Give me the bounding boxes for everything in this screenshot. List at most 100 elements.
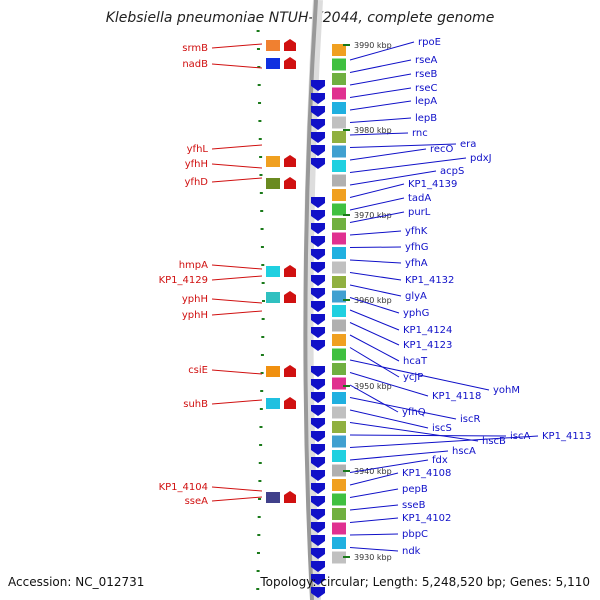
right-gene-label: ycjP [403,372,423,383]
gene-leader-line [349,533,399,536]
right-gene-label: KP1_4124 [403,325,452,336]
gene-leader-line [349,434,507,437]
right-gene-label: fdx [432,455,448,466]
right-gene-label: yfhG [405,242,429,253]
gene-leader-line [211,310,263,316]
gene-arrow-down [311,314,325,325]
gene-leader-line [349,422,479,442]
scale-dash [259,192,263,194]
gene-arrow-down [311,392,325,403]
right-gene-label: KP1_4132 [405,275,454,286]
genome-title: Klebsiella pneumoniae NTUH-K2044, comple… [105,10,495,26]
gene-block [266,266,280,277]
gene-block [266,156,280,167]
gene-arrow-down [311,197,325,208]
right-gene-label: iscS [432,423,452,434]
gene-leader-line [349,372,429,397]
gene-arrow-down [311,522,325,533]
gene-block [332,450,346,462]
gene-leader-line [349,246,402,248]
gene-leader-line [349,197,405,211]
left-gene-label: KP1_4129 [159,275,208,286]
gene-arrow-up [284,57,296,69]
gene-block [332,551,346,564]
right-gene-label: era [460,139,476,150]
gene-leader-line [349,157,467,173]
gene-block [266,178,280,189]
right-gene-label: rpoE [418,37,441,48]
gene-arrow-down [311,106,325,117]
scale-dash [257,516,261,518]
scale-dash [258,102,262,104]
gene-block [332,522,346,535]
gene-arrow-down [311,574,325,585]
scale-dash [260,372,264,374]
gene-block [266,292,280,303]
gene-leader-line [349,272,402,281]
accession-label: Accession: NC_012731 [8,575,145,589]
gene-block [332,363,346,375]
gene-leader-line [349,183,405,198]
gene-arrow-down [311,327,325,338]
gene-arrow-down [311,275,325,286]
scale-dash [260,246,264,248]
right-gene-label: tadA [408,193,431,204]
scale-dash [256,30,260,32]
gene-leader-line [349,100,412,111]
gene-block [332,435,346,448]
scale-dash [258,462,262,464]
gene-arrow-down [311,80,325,91]
scale-dash-track [256,30,265,590]
right-gene-label: KP1_4139 [408,179,457,190]
gene-arrow-down [311,535,325,546]
gene-arrow-down [311,236,325,247]
scale-dash [258,120,262,122]
gene-leader-line [349,384,399,413]
scale-dash [259,174,263,176]
right-gene-label: KP1_4108 [402,468,451,479]
right-gene-labels: rpoErseArseBrseClepAlepBrncerarecOpdxJac… [349,37,591,557]
gene-leader-line [349,359,490,391]
gene-arrow-down [311,158,325,169]
scale-dash [262,300,265,302]
gene-leader-line [349,334,400,362]
right-gene-label: iscR [460,414,480,425]
right-gene-label: yfhK [405,226,428,237]
scale-dash [261,282,265,284]
scale-dash [261,318,265,320]
gene-leader-line [349,230,402,236]
right-gene-label: KP1_4102 [402,513,451,524]
right-gene-label: rseB [415,69,437,80]
gene-arrow-down [311,561,325,572]
gene-arrow-down [311,509,325,520]
gene-leader-line [211,298,263,304]
gene-arrow-down [311,93,325,104]
scale-dash [256,48,260,50]
right-gene-label: ndk [402,546,421,557]
left-gene-label: hmpA [179,260,208,271]
gene-leader-line [349,117,412,123]
gene-leader-line [349,297,400,314]
right-gene-label: KP1_4118 [432,391,481,402]
gene-leader-line [211,63,263,69]
gene-leader-line [349,148,427,161]
gene-arrow-down [311,366,325,377]
right-gene-label: rseA [415,55,437,66]
gene-arrow-down [311,119,325,130]
scale-tick-label: 3950 kbp [354,382,392,391]
gene-block [332,261,346,274]
scale-dash [260,354,264,356]
left-gene-label: srmB [182,43,208,54]
scale-tick-label: 3980 kbp [354,126,392,135]
scale-dash [258,480,262,482]
gene-leader-line [211,264,263,270]
right-gene-label: KP1_4113 [542,431,591,442]
right-gene-label: rnc [412,128,428,139]
scale-dash [258,138,262,140]
gene-block [332,189,346,201]
left-gene-label: yphH [182,310,208,321]
right-gene-label: rseC [415,83,437,94]
gene-block [332,174,346,187]
gene-block [332,334,346,346]
